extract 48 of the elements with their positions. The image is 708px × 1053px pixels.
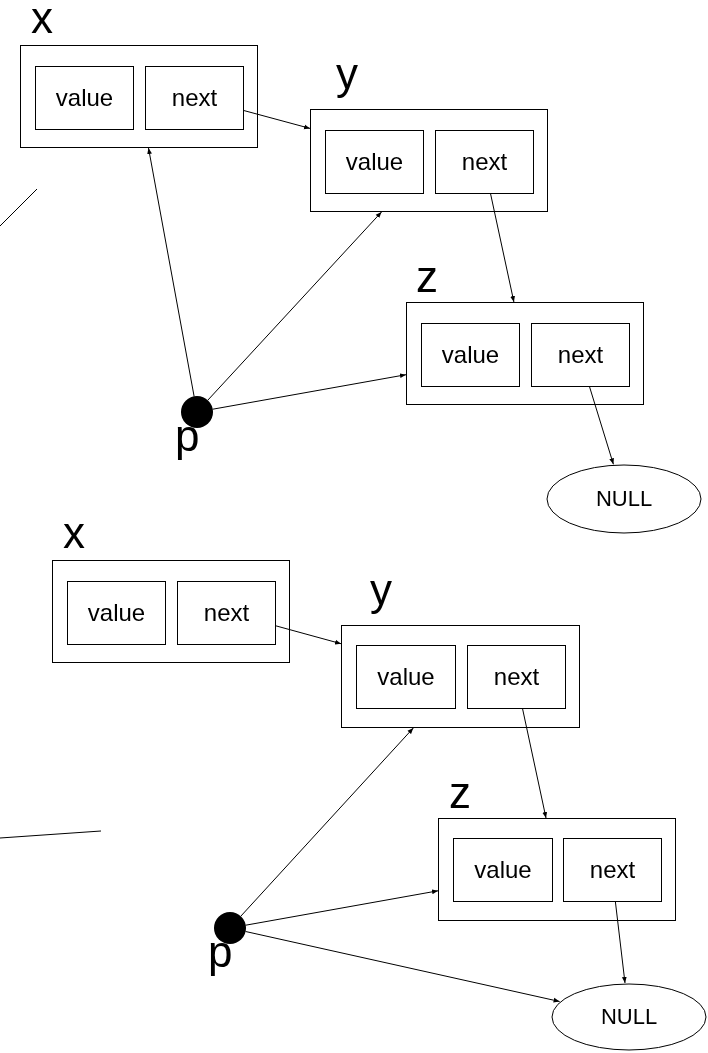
arrow: [489, 192, 515, 303]
null-label: NULL: [600, 1004, 658, 1030]
field-box: [531, 323, 630, 387]
field-label: value: [441, 341, 500, 369]
arrow: [207, 211, 382, 401]
field-box: [435, 130, 534, 194]
field-box: [421, 323, 520, 387]
arrow: [588, 385, 614, 465]
field-box: [145, 66, 244, 130]
variable-name: z: [449, 771, 471, 815]
field-label: value: [377, 663, 435, 691]
field-box: [356, 645, 456, 709]
field-box: [563, 838, 662, 902]
variable-name: y: [336, 52, 358, 96]
arrow: [521, 707, 548, 819]
arrow: [147, 147, 195, 397]
null-ellipse: [546, 464, 702, 534]
null-label: NULL: [595, 486, 653, 512]
variable-name: y: [370, 568, 392, 612]
variable-name: p: [175, 414, 200, 458]
field-label: value: [55, 84, 114, 112]
field-label: value: [345, 148, 404, 176]
variable-name: x: [63, 511, 85, 555]
field-box: [67, 581, 166, 645]
arrow: [212, 373, 407, 410]
variable-name: x: [31, 0, 53, 40]
field-label: next: [493, 663, 540, 691]
arrow: [240, 727, 414, 917]
field-label: value: [474, 856, 532, 884]
field-box: [177, 581, 276, 645]
arrow: [242, 109, 311, 130]
field-box: [35, 66, 134, 130]
arrow: [274, 625, 342, 645]
field-label: next: [589, 856, 636, 884]
arrow: [245, 889, 439, 926]
variable-name: p: [208, 930, 233, 974]
field-label: next: [557, 341, 604, 369]
null-ellipse: [551, 983, 707, 1051]
field-label: value: [87, 599, 146, 627]
field-label: next: [171, 84, 218, 112]
field-label: next: [203, 599, 250, 627]
field-box: [325, 130, 424, 194]
arrow: [245, 931, 561, 1003]
field-box: [467, 645, 566, 709]
arrow: [614, 900, 627, 984]
variable-name: z: [416, 255, 438, 299]
field-box: [453, 838, 553, 902]
field-label: next: [461, 148, 508, 176]
